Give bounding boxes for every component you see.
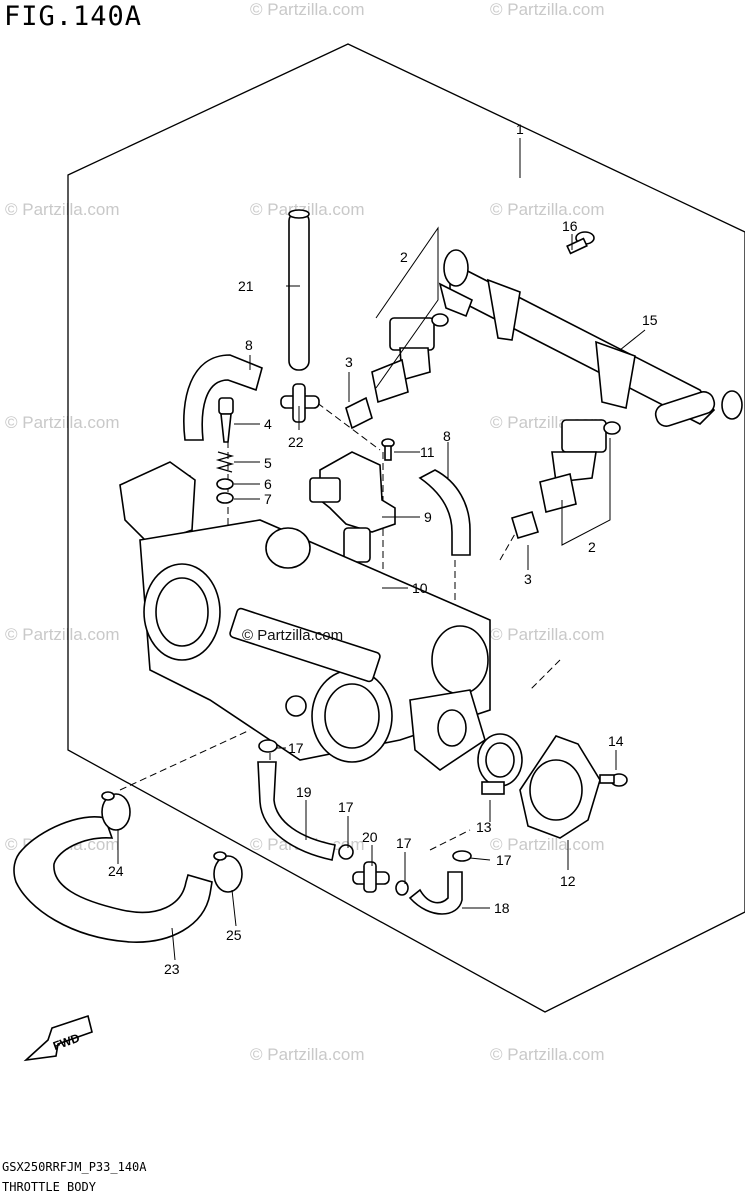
watermark: © Partzilla.com (250, 0, 365, 19)
part-8-hose-right (418, 469, 471, 556)
watermark: © Partzilla.com (250, 1045, 365, 1064)
callout-8: 8 (245, 337, 253, 353)
callout-17: 17 (338, 799, 354, 815)
model-code: GSX250RRFJM_P33_140A (2, 1160, 147, 1174)
callout-3: 3 (524, 571, 532, 587)
part-7-o-ring (216, 492, 234, 504)
part-9-sensor (309, 451, 396, 563)
callout-7: 7 (264, 491, 272, 507)
watermark: © Partzilla.com (5, 200, 120, 219)
callout-5: 5 (264, 455, 272, 471)
callout-15: 15 (642, 312, 658, 328)
part-13-cover (477, 733, 523, 795)
part-8-hose-left (183, 354, 263, 441)
callout-1: 1 (516, 121, 524, 137)
part-6-washer (216, 478, 234, 490)
figure-description: THROTTLE BODY (2, 1180, 96, 1194)
part-22-t-joint (280, 383, 320, 423)
leader-line (561, 438, 611, 546)
callout-4: 4 (264, 416, 272, 432)
part-23-intake-hose (13, 816, 213, 943)
part-19-hose (257, 761, 336, 861)
part-4-screw (218, 397, 234, 443)
part-11-screw (381, 438, 395, 461)
callout-8: 8 (443, 428, 451, 444)
callout-14: 14 (608, 733, 624, 749)
assembly-frame (67, 43, 745, 1013)
callout-22: 22 (288, 434, 304, 450)
part-3-seal-top (345, 396, 373, 430)
watermark: © Partzilla.com (490, 835, 605, 854)
part-12-cap (519, 735, 601, 839)
callout-10: 10 (412, 580, 428, 596)
callout-6: 6 (264, 476, 272, 492)
callout-11: 11 (420, 444, 435, 460)
part-18-hose (408, 871, 463, 915)
watermark: © Partzilla.com (490, 0, 605, 19)
callout-20: 20 (362, 829, 378, 845)
callout-13: 13 (476, 819, 492, 835)
part-17-clip (452, 850, 472, 862)
part-2-injector-bottom (539, 419, 621, 513)
callout-17: 17 (288, 740, 304, 756)
callout-17: 17 (496, 852, 512, 868)
part-17-clip (258, 739, 278, 753)
callout-17: 17 (396, 835, 412, 851)
watermark-center: © Partzilla.com (242, 627, 343, 644)
callout-12: 12 (560, 873, 576, 889)
callout-18: 18 (494, 900, 510, 916)
leader-line (375, 226, 439, 389)
part-21-hose (288, 209, 310, 371)
callout-16: 16 (562, 218, 578, 234)
callout-leaders (117, 234, 646, 961)
part-5-spring (215, 451, 235, 473)
part-14-screw (599, 773, 628, 787)
part-17-clip (395, 880, 409, 896)
part-3-seal-bottom (511, 511, 539, 539)
part-25-clamp (213, 851, 243, 893)
figure-title: FIG.140A (4, 1, 143, 32)
throttle-body-assembly (119, 461, 491, 771)
callout-24: 24 (108, 863, 124, 879)
callout-3: 3 (345, 354, 353, 370)
part-16-bolt (566, 231, 595, 255)
watermark: © Partzilla.com (490, 1045, 605, 1064)
callout-9: 9 (424, 509, 432, 525)
callout-2: 2 (400, 249, 408, 265)
fwd-arrow-icon: FWD (23, 1014, 93, 1062)
callout-21: 21 (238, 278, 254, 294)
part-2-injector-top (371, 313, 449, 404)
callout-19: 19 (296, 784, 312, 800)
callout-23: 23 (164, 961, 180, 977)
part-24-clamp (101, 791, 131, 831)
callout-2: 2 (588, 539, 596, 555)
part-15-fuel-rail (438, 249, 743, 427)
watermark: © Partzilla.com (490, 625, 605, 644)
watermark: © Partzilla.com (490, 200, 605, 219)
watermark: © Partzilla.com (250, 200, 365, 219)
callout-25: 25 (226, 927, 242, 943)
watermark-layer: © Partzilla.com © Partzilla.com © Partzi… (5, 0, 605, 1064)
watermark: © Partzilla.com (5, 413, 120, 432)
part-17-clip (338, 844, 354, 860)
part-20-joint (352, 861, 390, 893)
watermark: © Partzilla.com (5, 625, 120, 644)
